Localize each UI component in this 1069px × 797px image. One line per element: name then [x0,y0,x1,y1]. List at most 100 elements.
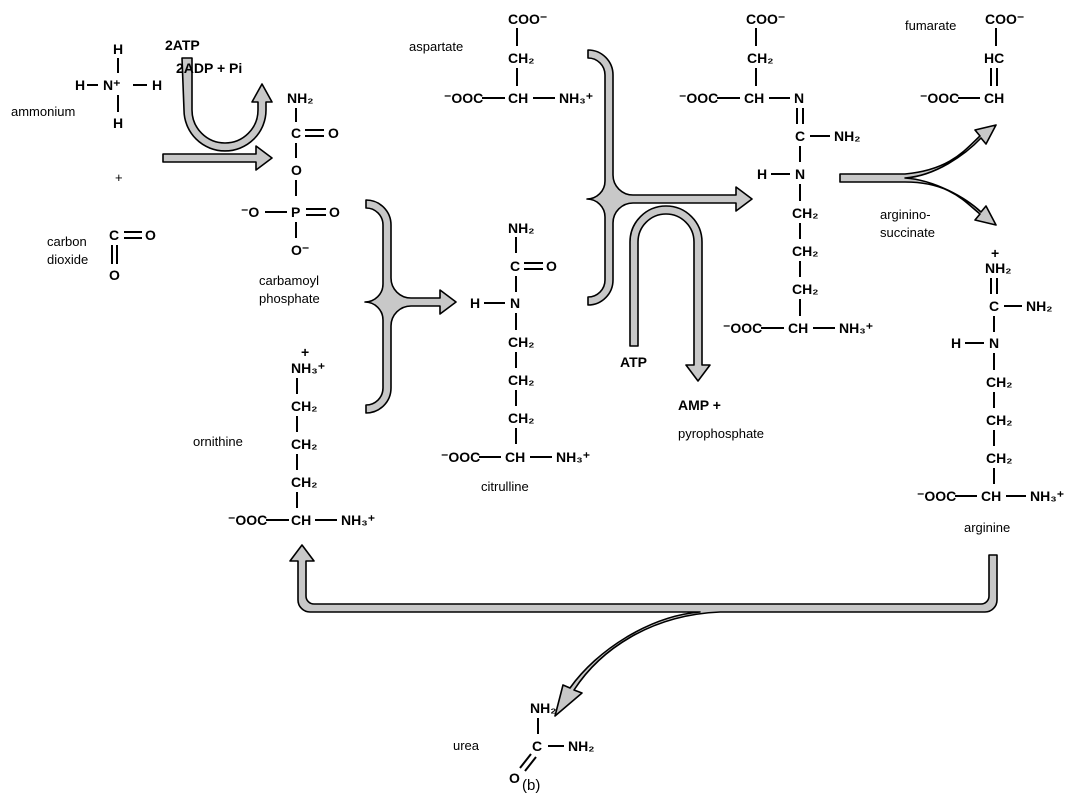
svg-text:CH₂: CH₂ [508,372,534,388]
svg-text:CH₂: CH₂ [508,410,534,426]
svg-text:CH₂: CH₂ [747,50,773,66]
citrulline-molecule: NH₂ C O H N CH₂ CH₂ CH₂ ⁻OOC CH NH₃⁺ [441,220,590,465]
svg-text:C: C [532,738,542,754]
ornithine-label: ornithine [193,434,243,449]
svg-text:NH₃⁺: NH₃⁺ [291,360,325,376]
svg-text:CH: CH [744,90,764,106]
ammonium-label: ammonium [11,104,75,119]
svg-text:NH₂: NH₂ [568,738,594,754]
svg-text:⁻OOC: ⁻OOC [679,90,718,106]
svg-text:C: C [510,258,520,274]
citrulline-label: citrulline [481,479,529,494]
svg-text:CH₂: CH₂ [508,334,534,350]
svg-text:CH: CH [291,512,311,528]
svg-text:H: H [757,166,767,182]
carbamoyl-label-2: phosphate [259,291,320,306]
svg-text:CH₂: CH₂ [291,474,317,490]
svg-text:+: + [991,245,999,261]
svg-text:⁻OOC: ⁻OOC [228,512,267,528]
svg-text:N: N [794,90,804,106]
amp-label: AMP + [678,397,721,413]
svg-text:COO⁻: COO⁻ [746,11,785,27]
atom-h-top: H [113,41,123,57]
carbamoyl-label-1: carbamoyl [259,273,319,288]
arginine-molecule: + NH₂ C NH₂ H N CH₂ CH₂ CH₂ ⁻OOC CH NH₃⁺ [917,245,1064,504]
ammonium-to-carbamoyl-arrow [162,145,273,171]
svg-text:N: N [989,335,999,351]
svg-text:O: O [145,227,156,243]
argininosuccinate-split-arrow [839,124,997,226]
carbon-dioxide-molecule: C O O [109,227,156,283]
svg-text:CH₂: CH₂ [508,50,534,66]
svg-text:C: C [291,125,301,141]
svg-text:N: N [510,295,520,311]
aspartate-molecule: COO⁻ CH₂ ⁻OOC CH NH₃⁺ [444,11,593,106]
fumarate-molecule: COO⁻ HC ⁻OOC CH [920,11,1024,106]
svg-text:NH₂: NH₂ [508,220,534,236]
svg-text:NH₂: NH₂ [287,90,313,106]
argininosuccinate-label-1: arginino- [880,207,931,222]
arginine-to-ornithine-and-urea-arrow [289,544,998,717]
svg-text:⁻OOC: ⁻OOC [723,320,762,336]
svg-text:NH₂: NH₂ [1026,298,1052,314]
svg-text:CH₂: CH₂ [986,374,1012,390]
ammonium-molecule: H H N⁺ H H [75,41,162,131]
svg-text:⁻OOC: ⁻OOC [920,90,959,106]
svg-text:CH: CH [788,320,808,336]
svg-text:+: + [301,344,309,360]
svg-text:CH₂: CH₂ [986,450,1012,466]
svg-text:HC: HC [984,50,1004,66]
atom-h-right: H [152,77,162,93]
svg-text:COO⁻: COO⁻ [985,11,1024,27]
svg-text:⁻OOC: ⁻OOC [444,90,483,106]
urea-label: urea [453,738,480,753]
fumarate-label: fumarate [905,18,956,33]
svg-text:O: O [291,162,302,178]
svg-text:CH: CH [984,90,1004,106]
atp-to-adp-arrow [181,57,273,152]
svg-text:C: C [989,298,999,314]
svg-text:CH₂: CH₂ [792,205,818,221]
atp-to-amp-arrow [629,205,711,382]
atom-n-plus: N⁺ [103,77,121,93]
argininosuccinate-molecule: COO⁻ CH₂ ⁻OOC CH N C NH₂ H N CH₂ CH₂ CH₂… [679,11,873,336]
urea-molecule: NH₂ C NH₂ O [509,700,594,786]
svg-text:NH₂: NH₂ [834,128,860,144]
brace-to-argininosuccinate-arrow [586,49,753,306]
atp-label: ATP [620,354,647,370]
svg-text:CH₂: CH₂ [986,412,1012,428]
svg-text:O: O [509,770,520,786]
reaction-arrows [162,49,998,717]
carbon-dioxide-label-2: dioxide [47,252,88,267]
svg-text:NH₃⁺: NH₃⁺ [341,512,375,528]
carbon-dioxide-label-1: carbon [47,234,87,249]
aspartate-label: aspartate [409,39,463,54]
svg-text:CH: CH [981,488,1001,504]
svg-text:O: O [328,125,339,141]
svg-text:CH₂: CH₂ [792,243,818,259]
svg-text:NH₃⁺: NH₃⁺ [556,449,590,465]
svg-text:N: N [795,166,805,182]
pyrophosphate-label: pyrophosphate [678,426,764,441]
svg-text:NH₃⁺: NH₃⁺ [559,90,593,106]
brace-to-citrulline-arrow [364,199,457,414]
argininosuccinate-label-2: succinate [880,225,935,240]
plus-sign: + [115,170,123,185]
two-adp-label: 2ADP + Pi [176,60,242,76]
svg-text:⁻OOC: ⁻OOC [917,488,956,504]
svg-text:C: C [109,227,119,243]
carbamoyl-phosphate-molecule: NH₂ C O O ⁻O P O O⁻ [241,90,340,258]
svg-text:CH₂: CH₂ [291,436,317,452]
svg-text:O: O [329,204,340,220]
svg-text:P: P [291,204,300,220]
svg-text:C: C [795,128,805,144]
atom-h-bottom: H [113,115,123,131]
svg-text:H: H [951,335,961,351]
svg-text:H: H [470,295,480,311]
svg-text:⁻OOC: ⁻OOC [441,449,480,465]
svg-text:NH₂: NH₂ [985,260,1011,276]
svg-text:O: O [109,267,120,283]
panel-label: (b) [522,777,540,794]
atom-h-left: H [75,77,85,93]
